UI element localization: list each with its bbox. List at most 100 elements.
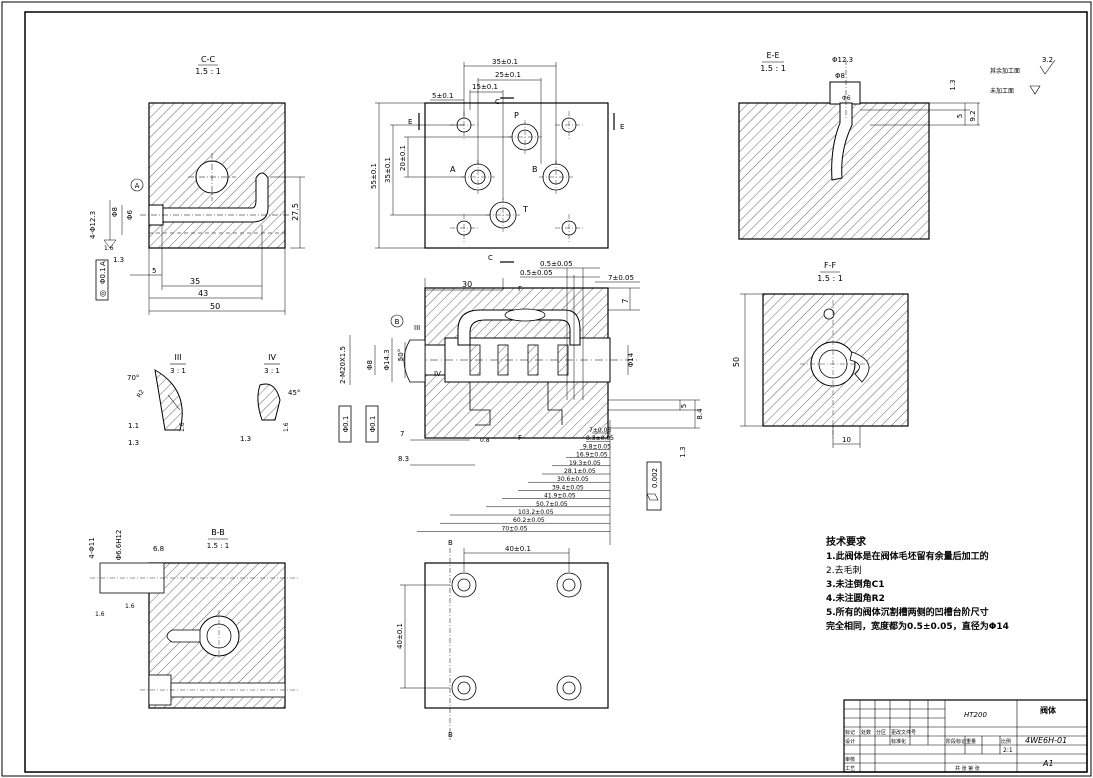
svg-text:7±0.05: 7±0.05 xyxy=(608,274,634,282)
svg-text:B-B: B-B xyxy=(211,528,225,537)
dim-label: 60.2±0.05 xyxy=(513,517,545,524)
view-cc: C-C 1.5 : 1 A 27.5 35 43 50 5 1.3 4-Φ12.… xyxy=(89,55,305,315)
svg-text:◎: ◎ xyxy=(98,290,107,297)
svg-text:10: 10 xyxy=(842,436,851,444)
dim-label: 41.9±0.05 xyxy=(544,493,576,500)
svg-text:Φ14: Φ14 xyxy=(627,352,635,367)
svg-text:5±0.1: 5±0.1 xyxy=(432,92,453,100)
view-bottom: 40±0.1 40±0.1 B B xyxy=(396,539,609,740)
svg-text:35±0.1: 35±0.1 xyxy=(492,58,518,66)
svg-text:F-F: F-F xyxy=(824,261,836,270)
svg-text:1.5 : 1: 1.5 : 1 xyxy=(760,64,786,73)
svg-text:标记: 标记 xyxy=(845,729,855,736)
svg-text:1.5 : 1: 1.5 : 1 xyxy=(207,542,229,550)
requirement-item: 4.未注圆角R2 xyxy=(826,594,885,604)
dim-label: 7±0.05 xyxy=(589,427,611,434)
svg-text:Φ0.1: Φ0.1 xyxy=(369,416,377,433)
svg-text:35: 35 xyxy=(190,277,200,286)
svg-text:1.3: 1.3 xyxy=(113,256,124,264)
svg-text:2:1: 2:1 xyxy=(1003,747,1013,754)
svg-text:F: F xyxy=(518,285,522,293)
svg-text:6.8: 6.8 xyxy=(153,545,164,553)
view-main: 30 0.5±0.05 0.5±0.05 7±0.05 7 F 2-M20X1.… xyxy=(338,260,704,545)
requirement-item: 完全相同，宽度都为0.5±0.05，直径为Φ14 xyxy=(826,622,1009,632)
svg-text:Φ8: Φ8 xyxy=(835,72,845,80)
svg-text:1.3: 1.3 xyxy=(128,439,139,447)
bottom-dims: 7±0.058.3±0.059.8±0.0516.9±0.0519.3±0.05… xyxy=(417,420,614,545)
svg-text:1.3: 1.3 xyxy=(240,435,251,443)
svg-text:共 张 第 张: 共 张 第 张 xyxy=(955,765,980,772)
svg-text:阀体: 阀体 xyxy=(1040,705,1057,715)
svg-text:20±0.1: 20±0.1 xyxy=(399,145,407,171)
svg-text:43: 43 xyxy=(198,289,208,298)
svg-text:1.3: 1.3 xyxy=(949,79,957,90)
svg-text:R2: R2 xyxy=(136,388,146,399)
svg-text:审核: 审核 xyxy=(845,756,855,763)
svg-text:1.6: 1.6 xyxy=(283,422,290,432)
requirement-item: 5.所有的阀体沉割槽两侧的凹槽台阶尺寸 xyxy=(826,608,989,618)
detail-iii: III 3 : 1 70° R2 1.1 1.3 1.6 xyxy=(127,353,186,447)
svg-text:50°: 50° xyxy=(397,349,405,361)
dim-label: 9.8±0.05 xyxy=(583,443,611,450)
port-p: P xyxy=(514,111,519,120)
svg-text:1.6: 1.6 xyxy=(125,603,135,610)
requirement-item: 3.未注倒角C1 xyxy=(826,580,885,590)
svg-text:Φ8: Φ8 xyxy=(366,360,374,370)
svg-text:4-Φ11: 4-Φ11 xyxy=(88,537,96,558)
svg-text:E-E: E-E xyxy=(767,51,780,60)
svg-text:35±0.1: 35±0.1 xyxy=(384,157,392,183)
port-a: A xyxy=(450,165,456,174)
svg-text:3 : 1: 3 : 1 xyxy=(170,367,186,375)
svg-text:27.5: 27.5 xyxy=(291,203,300,221)
svg-text:15±0.1: 15±0.1 xyxy=(472,83,498,91)
svg-text:1.1: 1.1 xyxy=(128,422,139,430)
svg-text:0.8: 0.8 xyxy=(480,437,490,444)
svg-text:E: E xyxy=(408,118,412,126)
svg-text:7: 7 xyxy=(400,430,404,438)
svg-text:7: 7 xyxy=(621,298,630,303)
svg-text:Φ6.6H12: Φ6.6H12 xyxy=(115,530,123,561)
svg-text:其余加工面: 其余加工面 xyxy=(990,67,1020,75)
svg-text:重量: 重量 xyxy=(966,738,976,745)
svg-text:45°: 45° xyxy=(288,389,300,397)
svg-text:1.6: 1.6 xyxy=(95,611,105,618)
svg-text:0.5±0.05: 0.5±0.05 xyxy=(540,260,573,268)
svg-text:5: 5 xyxy=(152,267,156,275)
svg-text:0.002: 0.002 xyxy=(651,468,659,488)
dim-label: 30.6±0.05 xyxy=(557,476,589,483)
svg-text:1.6: 1.6 xyxy=(104,245,114,252)
svg-text:8.4: 8.4 xyxy=(696,408,704,420)
svg-text:Φ6: Φ6 xyxy=(126,209,134,220)
svg-text:3.2: 3.2 xyxy=(1042,56,1053,64)
svg-text:1.3: 1.3 xyxy=(679,446,687,457)
dim-label: 28.1±0.05 xyxy=(564,468,596,475)
svg-text:标准化: 标准化 xyxy=(891,738,906,745)
svg-text:A: A xyxy=(99,261,107,266)
svg-text:Φ0.1: Φ0.1 xyxy=(342,416,350,433)
svg-text:比例: 比例 xyxy=(1001,738,1011,745)
dim-label: 103.2±0.05 xyxy=(518,509,554,516)
svg-text:70°: 70° xyxy=(127,374,139,382)
view-bb: B-B 1.5 : 1 Φ6.6H12 4-Φ11 6.8 1.6 1.6 xyxy=(88,528,300,709)
svg-text:Φ0.1: Φ0.1 xyxy=(99,267,107,284)
dim-label: 50.7±0.05 xyxy=(536,501,568,508)
svg-text:4WE6H-01: 4WE6H-01 xyxy=(1025,736,1067,745)
cc-scale: 1.5 : 1 xyxy=(195,67,221,76)
svg-text:1.5 : 1: 1.5 : 1 xyxy=(817,274,843,283)
svg-text:0.5±0.05: 0.5±0.05 xyxy=(520,269,553,277)
port-b: B xyxy=(532,165,538,174)
svg-text:8.3: 8.3 xyxy=(398,455,409,463)
inner-border xyxy=(24,11,1088,773)
port-t: T xyxy=(522,205,528,214)
svg-text:4-Φ12.3: 4-Φ12.3 xyxy=(89,211,97,239)
svg-text:IV: IV xyxy=(434,370,441,378)
view-ff: F-F 1.5 : 1 50 10 xyxy=(732,261,909,448)
svg-text:未加工面: 未加工面 xyxy=(990,87,1014,95)
title-block xyxy=(843,699,1088,773)
svg-text:Φ14.3: Φ14.3 xyxy=(383,349,391,370)
requirement-item: 1.此阀体是在阀体毛坯留有余量后加工的 xyxy=(826,552,989,562)
svg-text:3 : 1: 3 : 1 xyxy=(264,367,280,375)
dim-label: 16.9±0.05 xyxy=(576,452,608,459)
